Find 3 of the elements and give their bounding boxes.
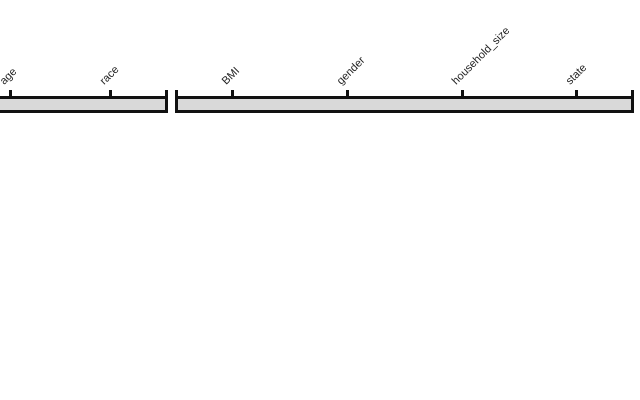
variable-label: age — [0, 66, 20, 88]
variable-label: BMI — [220, 64, 243, 88]
variable-label: race — [98, 64, 122, 88]
